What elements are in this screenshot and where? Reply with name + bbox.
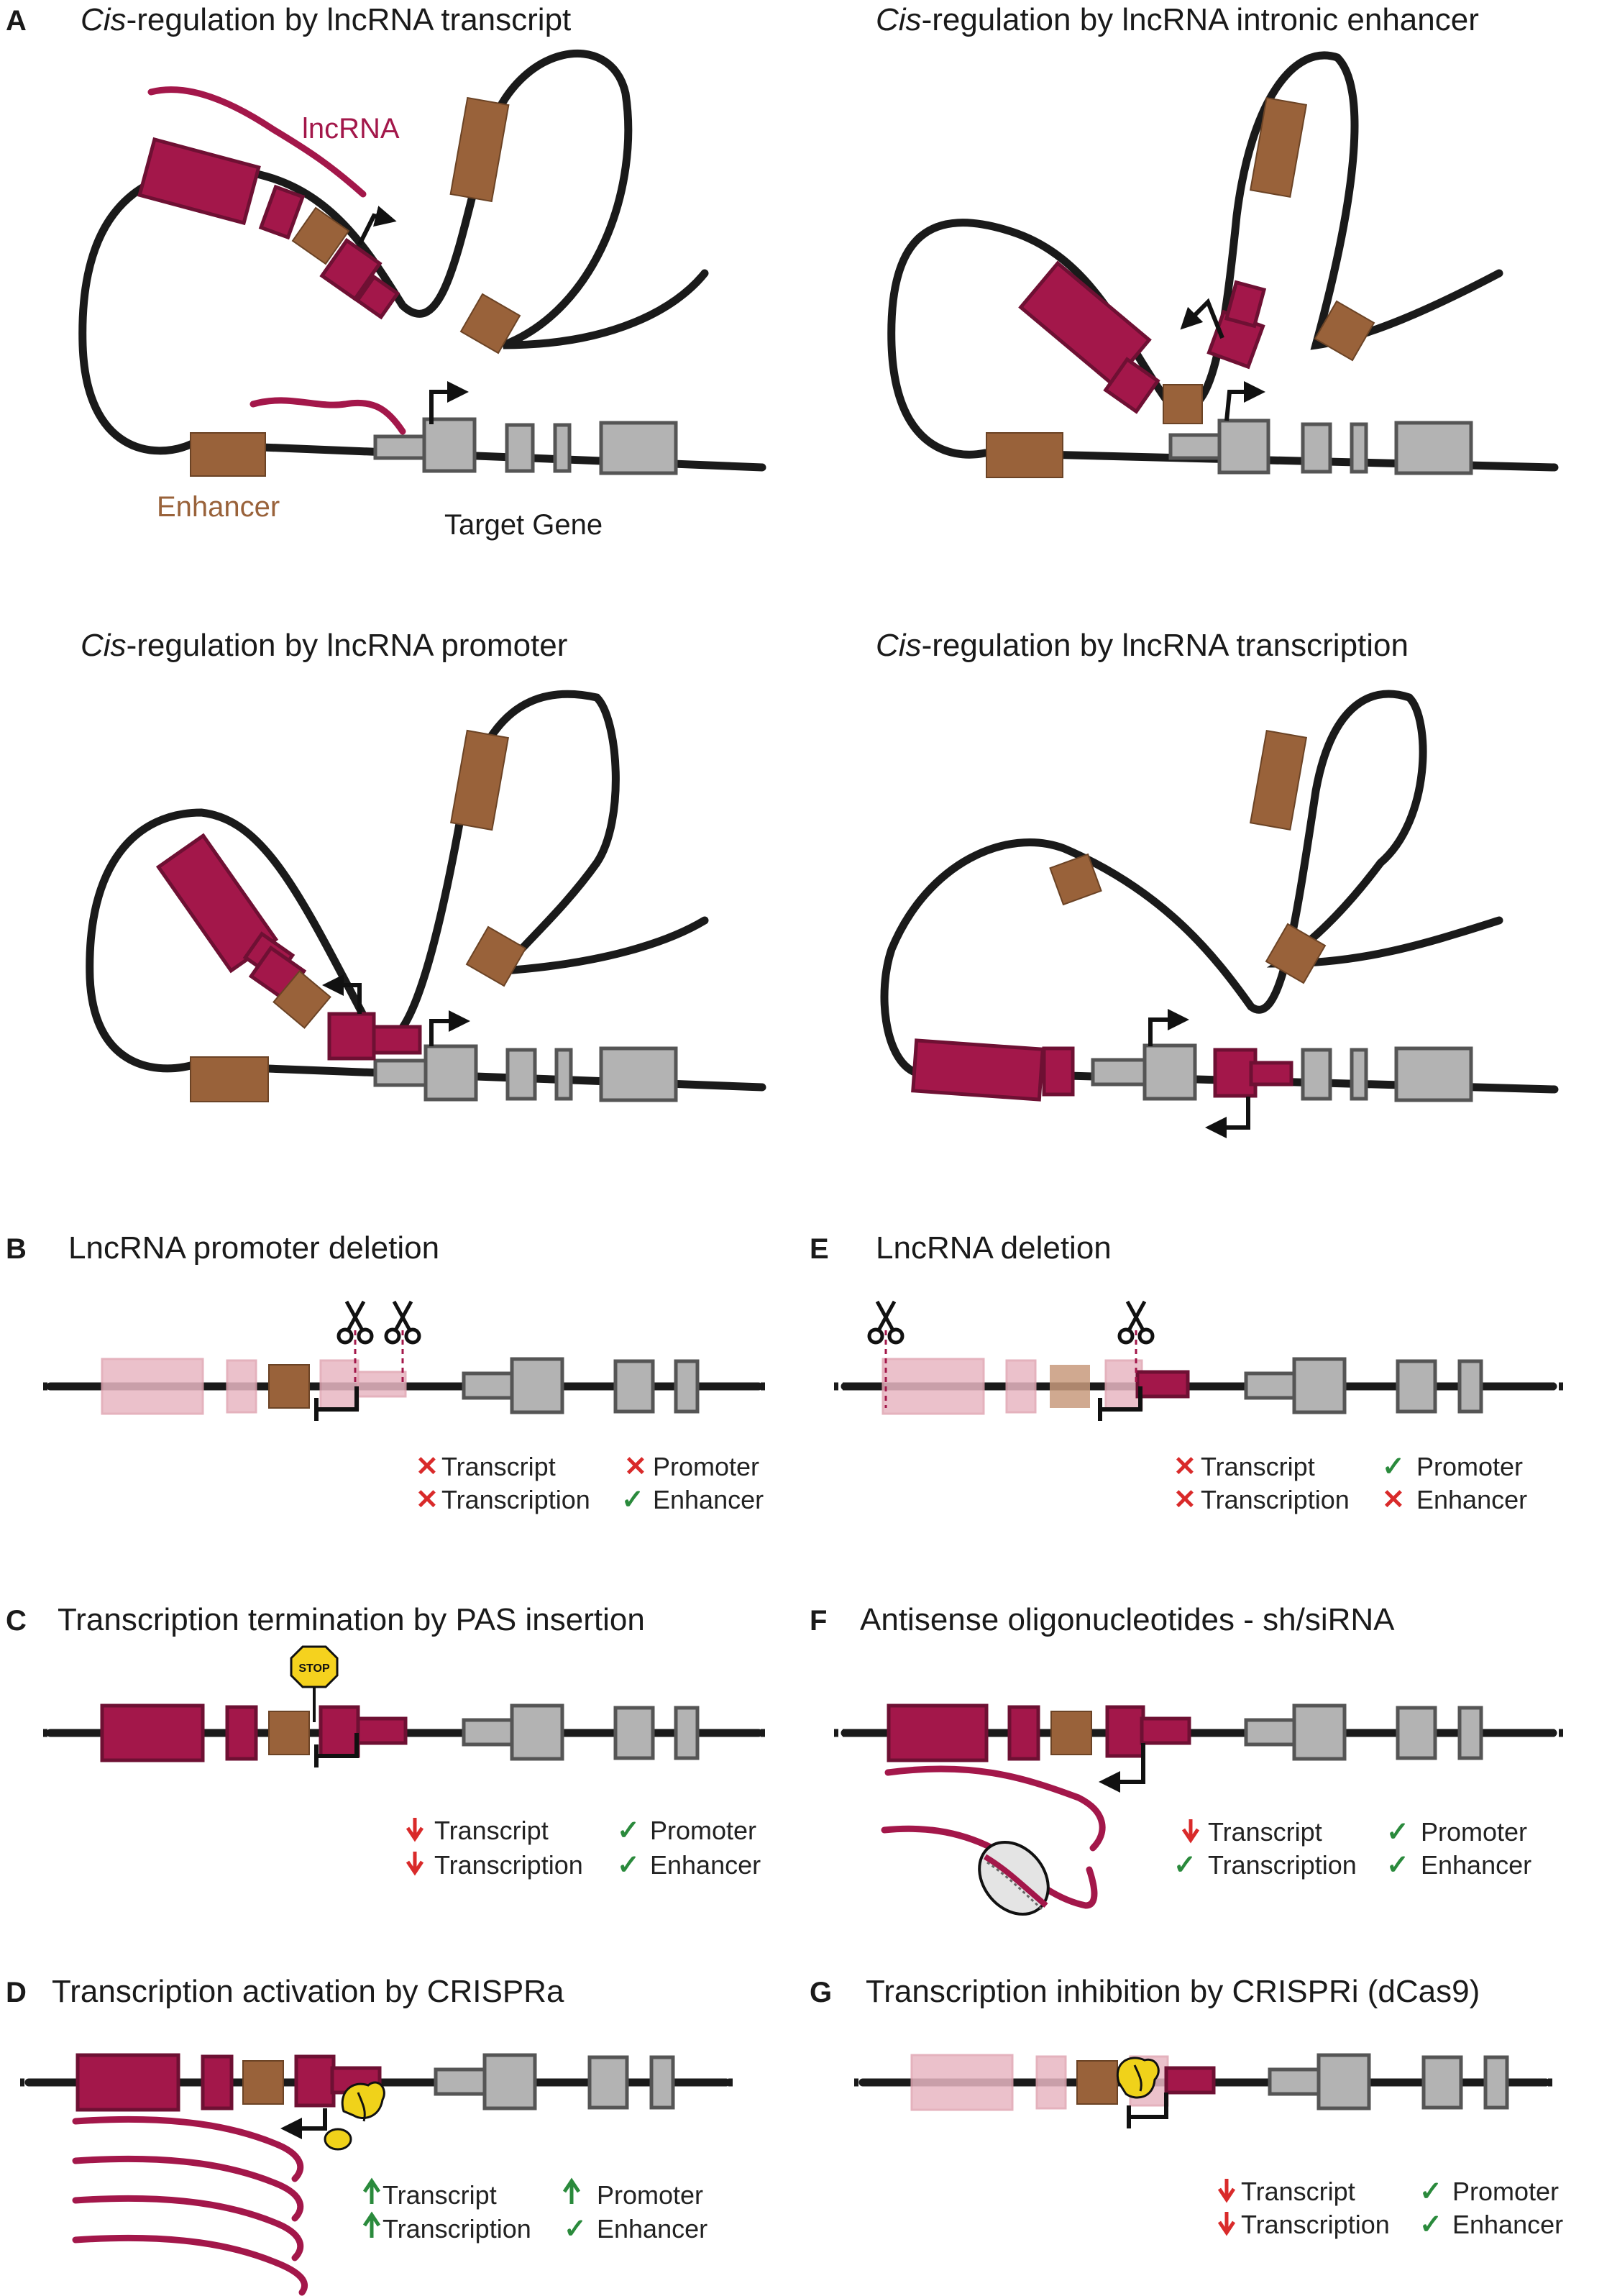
title-b: LncRNA promoter deletion — [68, 1230, 439, 1266]
svg-text:✓: ✓ — [1386, 1850, 1409, 1880]
panel-letter-e: E — [810, 1233, 829, 1265]
svg-text:✕: ✕ — [624, 1452, 647, 1482]
svg-text:Promoter: Promoter — [1416, 1452, 1523, 1481]
svg-text:Enhancer: Enhancer — [1421, 1850, 1531, 1880]
effects-b: ✕ Transcript ✕ Transcription ✕ Promoter … — [416, 1452, 764, 1515]
effects-d: Transcript Transcription Promoter ✓ Enha… — [362, 2177, 707, 2244]
svg-text:Promoter: Promoter — [650, 1816, 756, 1845]
diagram-b — [43, 1302, 769, 1421]
svg-text:Transcription: Transcription — [1208, 1850, 1357, 1880]
down-arrow-icon — [406, 1818, 424, 1842]
svg-text:✕: ✕ — [1173, 1452, 1196, 1482]
svg-text:Transcript: Transcript — [441, 1452, 556, 1481]
svg-text:✓: ✓ — [1386, 1817, 1409, 1847]
panel-letter-g: G — [810, 1977, 832, 2008]
svg-text:Enhancer: Enhancer — [650, 1850, 761, 1880]
svg-text:✓: ✓ — [621, 1485, 644, 1515]
diagram-c: STOP — [43, 1645, 769, 1767]
title-c: Transcription termination by PAS inserti… — [58, 1602, 645, 1637]
svg-text:Transcription: Transcription — [1201, 1485, 1350, 1514]
svg-text:✕: ✕ — [1173, 1485, 1196, 1515]
svg-text:Enhancer: Enhancer — [653, 1485, 764, 1514]
svg-text:✕: ✕ — [416, 1452, 439, 1482]
title-e: LncRNA deletion — [876, 1230, 1112, 1266]
effects-e: ✕ Transcript ✕ Transcription ✓ Promoter … — [1173, 1452, 1527, 1515]
down-arrow-icon — [406, 1852, 424, 1876]
panel-letter-b: B — [6, 1233, 27, 1265]
diagram-d — [20, 2053, 733, 2296]
title-a3: Cis-regulation by lncRNA promoter — [81, 628, 567, 663]
effects-g: Transcript Transcription ✓ Promoter ✓ En… — [1217, 2177, 1563, 2240]
panel-letter-a: A — [6, 5, 27, 37]
up-arrow-icon — [362, 2177, 381, 2204]
enhancer-label: Enhancer — [157, 491, 280, 523]
svg-text:Promoter: Promoter — [1421, 1817, 1527, 1847]
effects-f: Transcript ✓ Transcription ✓ Promoter ✓ … — [1173, 1817, 1531, 1880]
diagram-e — [834, 1302, 1567, 1421]
svg-text:Enhancer: Enhancer — [597, 2214, 707, 2244]
svg-text:✕: ✕ — [1382, 1485, 1405, 1515]
diagram-g — [854, 2053, 1553, 2128]
stop-sign-icon — [290, 1645, 339, 1688]
cas9-activator-icon — [341, 2081, 385, 2119]
down-arrow-icon — [1181, 1819, 1200, 1844]
title-a4: Cis-regulation by lncRNA transcription — [876, 628, 1409, 663]
svg-text:Promoter: Promoter — [597, 2180, 703, 2210]
svg-text:✓: ✓ — [1419, 2177, 1442, 2207]
svg-text:Transcription: Transcription — [383, 2214, 531, 2244]
target-gene-label: Target Gene — [444, 509, 603, 541]
title-a2: Cis-regulation by lncRNA intronic enhanc… — [876, 2, 1479, 37]
svg-text:✓: ✓ — [1382, 1452, 1405, 1482]
svg-text:✓: ✓ — [617, 1850, 640, 1880]
title-a1: Cis-regulation by lncRNA transcript — [81, 2, 571, 37]
up-arrow-icon — [362, 2211, 381, 2238]
up-arrow-icon — [562, 2177, 581, 2204]
svg-text:✕: ✕ — [416, 1485, 439, 1515]
svg-text:Transcript: Transcript — [1208, 1817, 1322, 1847]
svg-text:✓: ✓ — [1173, 1850, 1196, 1880]
down-arrow-icon — [1217, 2212, 1236, 2236]
svg-text:Transcription: Transcription — [434, 1850, 583, 1880]
diagram-a3 — [86, 690, 766, 1102]
svg-text:Transcription: Transcription — [1241, 2210, 1390, 2239]
svg-text:Promoter: Promoter — [1452, 2177, 1559, 2206]
diagram-a2 — [887, 51, 1559, 478]
panel-letter-d: D — [6, 1977, 27, 2008]
enhancer-element — [190, 432, 266, 477]
svg-text:Transcription: Transcription — [441, 1485, 590, 1514]
svg-text:✓: ✓ — [1419, 2210, 1442, 2240]
svg-text:Enhancer: Enhancer — [1416, 1485, 1527, 1514]
stop-label: STOP — [298, 1662, 330, 1675]
diagram-a1: lncRNA Enhancer Target Gene — [78, 49, 766, 541]
svg-text:Transcript: Transcript — [383, 2180, 497, 2210]
svg-text:✓: ✓ — [617, 1816, 640, 1846]
diagram-a4 — [880, 690, 1559, 1138]
svg-text:Promoter: Promoter — [653, 1452, 759, 1481]
diagram-f — [834, 1703, 1567, 1916]
svg-text:Transcript: Transcript — [1201, 1452, 1315, 1481]
svg-text:✓: ✓ — [564, 2214, 587, 2244]
title-g: Transcription inhibition by CRISPRi (dCa… — [866, 1974, 1480, 2009]
lncrna-label: lncRNA — [302, 113, 400, 145]
down-arrow-icon — [1217, 2179, 1236, 2203]
dcas9-icon — [1116, 2057, 1160, 2099]
svg-text:Transcript: Transcript — [434, 1816, 549, 1845]
title-f: Antisense oligonucleotides - sh/siRNA — [860, 1602, 1395, 1637]
effects-c: Transcript Transcription ✓ Promoter ✓ En… — [406, 1816, 761, 1880]
title-d: Transcription activation by CRISPRa — [52, 1974, 564, 2009]
panel-letter-c: C — [6, 1605, 27, 1637]
panel-letter-f: F — [810, 1605, 827, 1637]
svg-text:Enhancer: Enhancer — [1452, 2210, 1563, 2239]
svg-text:Transcript: Transcript — [1241, 2177, 1355, 2206]
